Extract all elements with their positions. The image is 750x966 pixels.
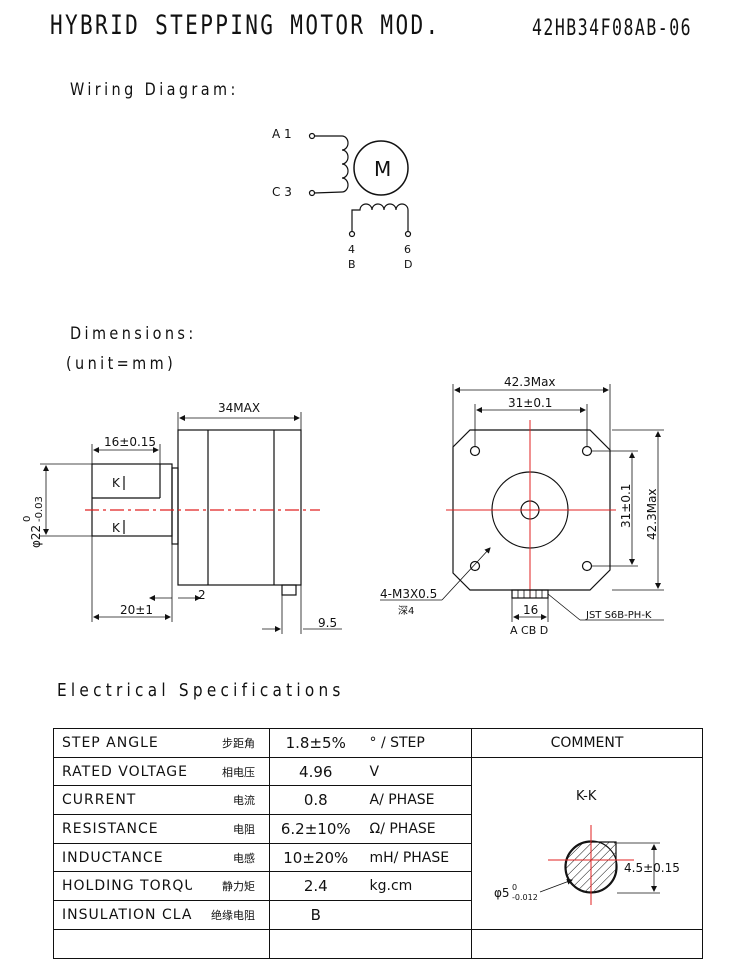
mount-hole-br (581, 560, 593, 572)
terminal-a-dot (308, 132, 316, 140)
terminal-b-dot (348, 230, 356, 238)
terminal-d-number: 6 (404, 243, 411, 256)
dim-34max: 34MAX (218, 401, 260, 415)
dim-screw: 4-M3X0.5 (380, 587, 437, 601)
dim-shaft-length: 20±1 (120, 603, 153, 617)
dim-shaft-flat: 16±0.15 (104, 435, 156, 449)
front-view: 42.3Max 31±0.1 31±0.1 42.3Max 4-M3X0.5 深… (380, 375, 664, 637)
dimensions-heading: Dimensions: (70, 324, 197, 344)
motor-symbol (353, 140, 409, 196)
spec-unit: mH/ PHASE (361, 842, 472, 873)
spec-unit: ° / STEP (361, 728, 472, 758)
dim-hole-spacing-h: 31±0.1 (508, 396, 552, 410)
side-connector (281, 584, 297, 596)
section-mark-top: K (112, 476, 121, 490)
spec-name-cn: 静力矩 (191, 871, 270, 902)
dim-hole-spacing-v: 31±0.1 (619, 484, 633, 528)
coil-bd (351, 203, 409, 232)
spec-value: 2.4 (269, 871, 362, 902)
spec-value: 6.2±10% (269, 814, 362, 844)
terminal-c-label: C 3 (272, 185, 292, 199)
flange-boss (171, 467, 179, 545)
spec-name: RATED VOLTAGE (53, 756, 192, 787)
section-mark-bottom: K (112, 521, 121, 535)
spec-name: CURRENT (53, 785, 192, 816)
spec-unit: Ω/ PHASE (361, 814, 472, 844)
spec-name-cn: 步距角 (191, 728, 270, 758)
page-title: HYBRID STEPPING MOTOR MOD. (50, 10, 441, 41)
terminal-d-dot (404, 230, 412, 238)
spec-row: INSULATION CLASS绝缘电阻B (53, 900, 703, 930)
spec-name: INDUCTANCE (53, 842, 192, 873)
spec-name-cn: 电感 (191, 842, 270, 873)
mount-hole-tr (581, 445, 593, 457)
side-view: K K 34MAX 16±0.15 φ22 0 -0.03 20±1 (22, 401, 342, 634)
spec-name (53, 928, 192, 959)
wiring-heading: Wiring Diagram: (70, 80, 239, 100)
dim-flange: 2 (198, 588, 206, 602)
spec-name: RESISTANCE (53, 814, 192, 844)
dim-connector: 9.5 (318, 616, 337, 630)
terminal-d-letter: D (404, 258, 412, 271)
terminal-b-letter: B (348, 258, 356, 271)
comment-empty (471, 928, 703, 959)
dim-screw-depth: 深4 (398, 605, 414, 617)
coil-ac (313, 135, 349, 194)
spec-value: B (269, 900, 362, 930)
unit-note: (unit=mm) (66, 354, 177, 374)
electrical-heading: Electrical Specifications (57, 680, 345, 701)
connector-pins: A CB D (510, 624, 548, 637)
shaft (91, 463, 173, 537)
spec-name: INSULATION CLASS (53, 900, 192, 930)
spec-name: STEP ANGLE (53, 728, 192, 758)
spec-value (269, 928, 362, 959)
spec-name-cn: 电流 (191, 785, 270, 816)
comment-cell (471, 756, 703, 930)
spec-unit: kg.cm (361, 871, 472, 902)
terminal-a-label: A 1 (272, 127, 292, 141)
wiring-diagram: A 1 C 3 M 4 B 6 D (272, 127, 412, 271)
dim-width-max: 42.3Max (504, 375, 556, 389)
connector-type: JST S6B-PH-K (585, 610, 652, 621)
spec-unit (361, 928, 472, 959)
terminal-c-dot (308, 189, 316, 197)
spec-unit: V (361, 756, 472, 787)
spec-unit: A/ PHASE (361, 785, 472, 816)
comment-header: COMMENT (471, 728, 703, 758)
spec-name-cn: 电阻 (191, 814, 270, 844)
spec-value: 10±20% (269, 842, 362, 873)
spec-value: 1.8±5% (269, 728, 362, 758)
dim-shaft-tol-upper: 0 (22, 516, 33, 522)
spec-name: HOLDING TORQUE (53, 871, 192, 902)
spec-name-cn: 绝缘电阻 (191, 900, 270, 930)
spec-unit (361, 900, 472, 930)
dim-shaft-tol-lower: -0.03 (34, 496, 45, 522)
mount-hole-tl (469, 445, 481, 457)
motor-body (177, 429, 302, 586)
spec-name-cn (191, 928, 270, 959)
spec-value: 4.96 (269, 756, 362, 787)
spec-name-cn: 相电压 (191, 756, 270, 787)
front-outline (452, 429, 611, 591)
model-number: 42HB34F08AB-06 (532, 16, 693, 41)
dim-connector-width: 16 (523, 603, 538, 617)
dim-shaft-dia: φ22 (29, 525, 43, 548)
dim-height-max: 42.3Max (645, 488, 659, 540)
mount-hole-bl (469, 560, 481, 572)
motor-letter: M (374, 157, 391, 181)
spec-value: 0.8 (269, 785, 362, 816)
spec-row (53, 928, 703, 959)
terminal-b-number: 4 (348, 243, 355, 256)
